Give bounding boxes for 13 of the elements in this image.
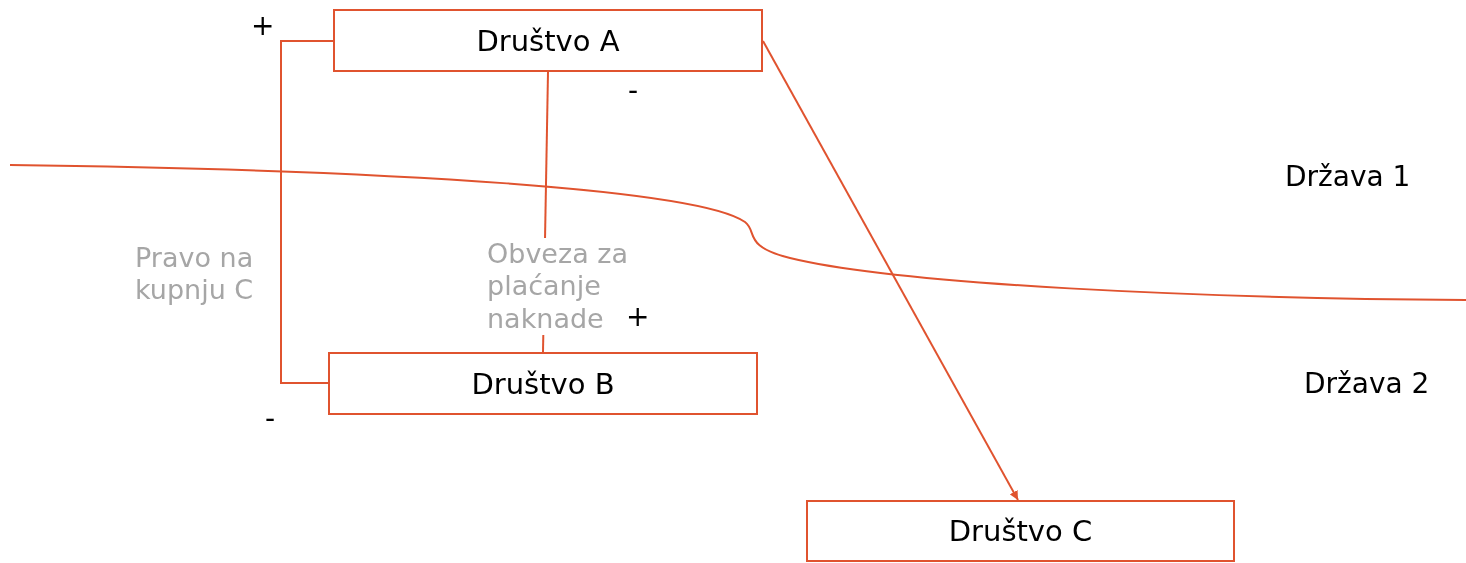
arrow bbox=[762, 40, 1019, 501]
state-label: Država 2 bbox=[1304, 370, 1430, 398]
company-box bbox=[328, 352, 758, 415]
sign-label: - bbox=[628, 77, 639, 105]
company-box bbox=[333, 9, 763, 72]
company-box bbox=[806, 500, 1235, 562]
company-name: Društvo A bbox=[476, 23, 620, 58]
state-label: Država 1 bbox=[1285, 163, 1411, 191]
sign-label: + bbox=[251, 12, 275, 40]
company-name: Društvo B bbox=[471, 366, 615, 401]
connector-line bbox=[280, 40, 334, 384]
company-name: Društvo C bbox=[948, 514, 1093, 548]
sign-label: - bbox=[265, 405, 276, 433]
